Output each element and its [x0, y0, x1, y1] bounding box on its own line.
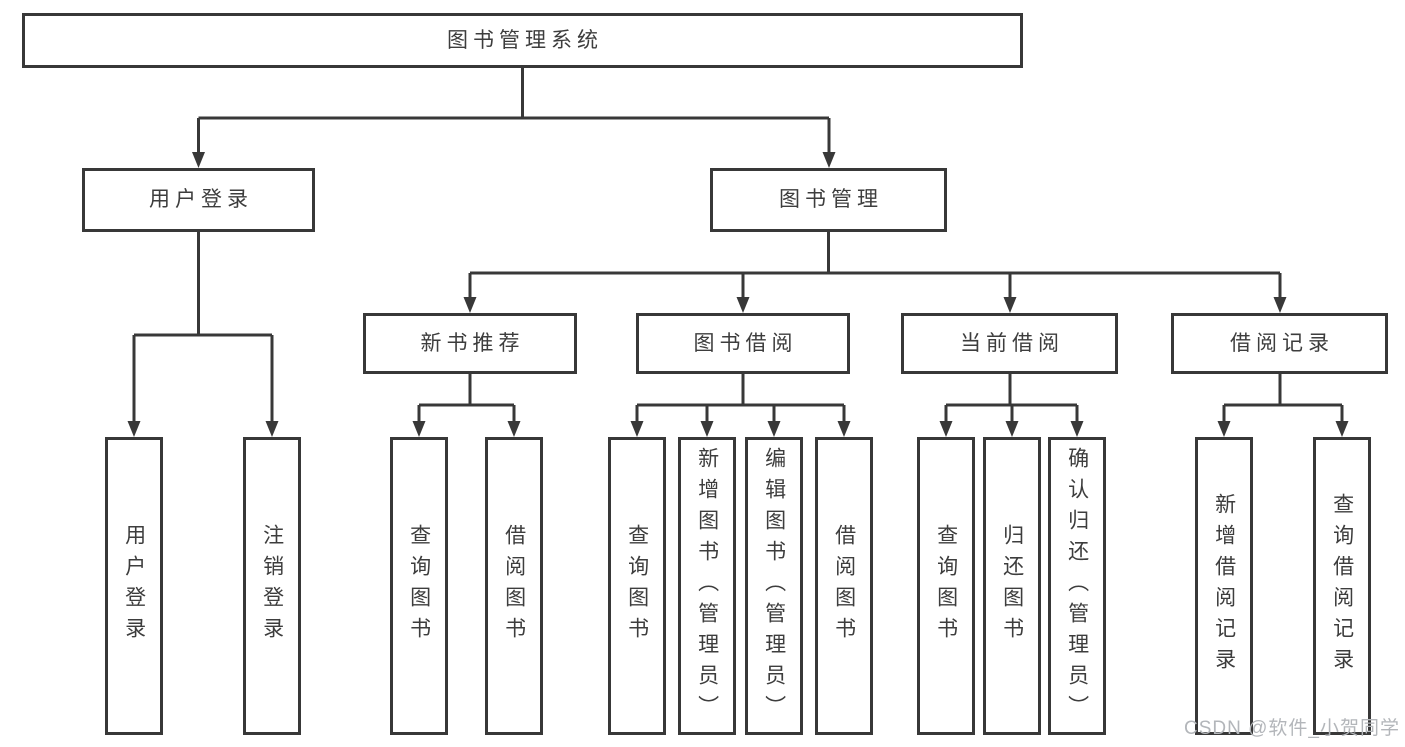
node-book-borrow: 图书借阅 — [636, 313, 850, 374]
node-leaf-edit-book-admin: 编辑图书（管理员） — [745, 437, 803, 735]
node-leaf-add-borrow-record: 新增借阅记录 — [1195, 437, 1253, 735]
node-leaf-borrow-books-1: 借阅图书 — [485, 437, 543, 735]
node-book-management: 图书管理 — [710, 168, 947, 232]
node-root: 图书管理系统 — [22, 13, 1023, 68]
node-leaf-query-borrow-record: 查询借阅记录 — [1313, 437, 1371, 735]
tree-edges — [132, 68, 1344, 423]
node-user-login: 用户登录 — [82, 168, 315, 232]
node-leaf-return-book: 归还图书 — [983, 437, 1041, 735]
node-leaf-user-login: 用户登录 — [105, 437, 163, 735]
node-leaf-borrow-books-2: 借阅图书 — [815, 437, 873, 735]
node-leaf-query-books-2: 查询图书 — [608, 437, 666, 735]
node-leaf-logout: 注销登录 — [243, 437, 301, 735]
node-leaf-query-books-3: 查询图书 — [917, 437, 975, 735]
node-leaf-confirm-return-admin: 确认归还（管理员） — [1048, 437, 1106, 735]
node-leaf-query-books-1: 查询图书 — [390, 437, 448, 735]
node-leaf-add-book-admin: 新增图书（管理员） — [678, 437, 736, 735]
node-borrow-records: 借阅记录 — [1171, 313, 1388, 374]
node-current-borrow: 当前借阅 — [901, 313, 1118, 374]
node-new-book-recommend: 新书推荐 — [363, 313, 577, 374]
watermark: CSDN @软件_小贺同学 — [1184, 718, 1400, 739]
